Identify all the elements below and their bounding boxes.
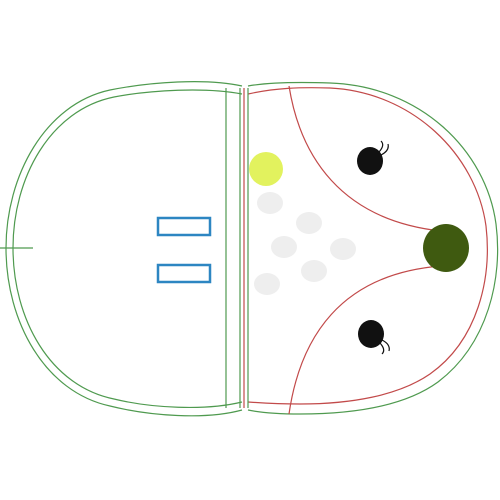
accent-yellow-dot (249, 152, 283, 186)
right-outer-outline-green (247, 81, 499, 415)
inner-outline-green (12, 89, 243, 409)
right-eye-icon (358, 320, 390, 355)
left-eye-icon (357, 140, 389, 175)
spot (271, 236, 297, 258)
nose-icon (423, 224, 469, 272)
spot (330, 238, 356, 260)
right-inner-outline-red (247, 87, 488, 405)
rect-button-lower[interactable] (156, 263, 212, 284)
face-curve-bottom (288, 265, 442, 415)
spot (257, 192, 283, 214)
rect-button-upper[interactable] (156, 216, 212, 237)
spot (254, 273, 280, 295)
face-curve-top (288, 85, 442, 232)
spot (296, 212, 322, 234)
outer-outline-green (5, 81, 243, 417)
spot (301, 260, 327, 282)
